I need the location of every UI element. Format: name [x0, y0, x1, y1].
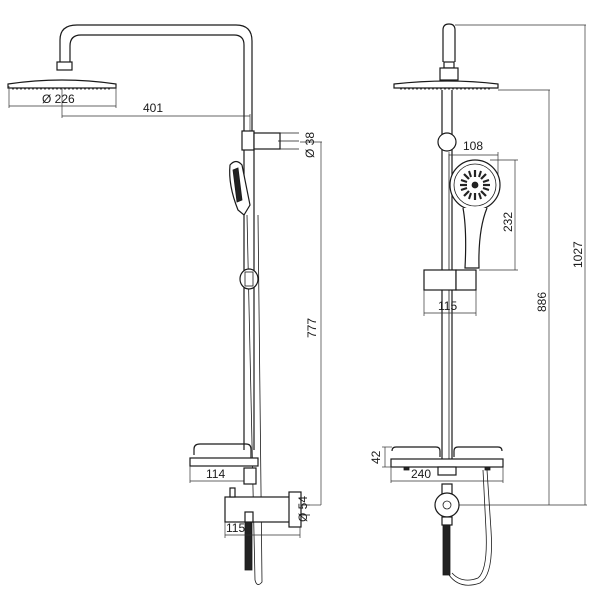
- shelf-rail-left: [391, 446, 441, 457]
- bar-diverter-front: [437, 132, 457, 152]
- dim-handshower-width: 108: [463, 139, 483, 153]
- dim-head-to-outlet-height: 886: [535, 292, 549, 312]
- dim-handshower-length: 232: [501, 212, 515, 232]
- rain-shower-head: [7, 79, 117, 89]
- hose-threads-side: [244, 521, 253, 571]
- front-view: [382, 23, 587, 586]
- dim-head-diameter: Ø 226: [42, 92, 75, 106]
- spray-nozzles: [460, 170, 490, 200]
- shelf-front: [390, 458, 504, 468]
- handshower-cradle: [455, 269, 477, 291]
- rain-shower-head-front: [393, 80, 499, 89]
- side-view: 777: [7, 24, 322, 585]
- shelf-rail: [193, 443, 252, 458]
- shower-arm-outer: [59, 24, 253, 132]
- dim-valve-depth: 115: [226, 521, 245, 535]
- hose-threads-front: [442, 524, 451, 576]
- bar-diverter: [241, 130, 255, 151]
- shelf-rail-right: [453, 446, 503, 457]
- shower-arm-inner: [69, 34, 245, 132]
- mixer-valve-front: [434, 492, 460, 518]
- dim-total-height: 1027: [571, 241, 585, 268]
- dim-arm-reach: 401: [143, 101, 163, 115]
- dim-slide-length: 777: [305, 318, 319, 338]
- wall-bracket-upper: [253, 132, 281, 150]
- head-connector: [56, 61, 73, 71]
- slider-holder-side: [239, 268, 259, 290]
- slider-holder-front: [423, 269, 457, 291]
- arm-front: [442, 23, 456, 62]
- hose-loop-outer: [448, 469, 492, 586]
- hose-side: [246, 214, 263, 585]
- handshower-handle: [462, 207, 488, 269]
- dim-valve-diameter: Ø 54: [296, 496, 310, 522]
- hose-loop-inner: [451, 469, 487, 581]
- dim-shelf-depth: 114: [206, 467, 225, 481]
- dim-shelf-height: 42: [369, 450, 383, 464]
- shelf-side: [189, 457, 259, 467]
- dim-bar-diameter: Ø 38: [303, 132, 317, 158]
- mixer-valve-side: [224, 496, 301, 523]
- dim-holder-width: 115: [438, 299, 457, 313]
- valve-escutcheon: [288, 491, 302, 528]
- dim-shelf-width: 240: [411, 467, 431, 481]
